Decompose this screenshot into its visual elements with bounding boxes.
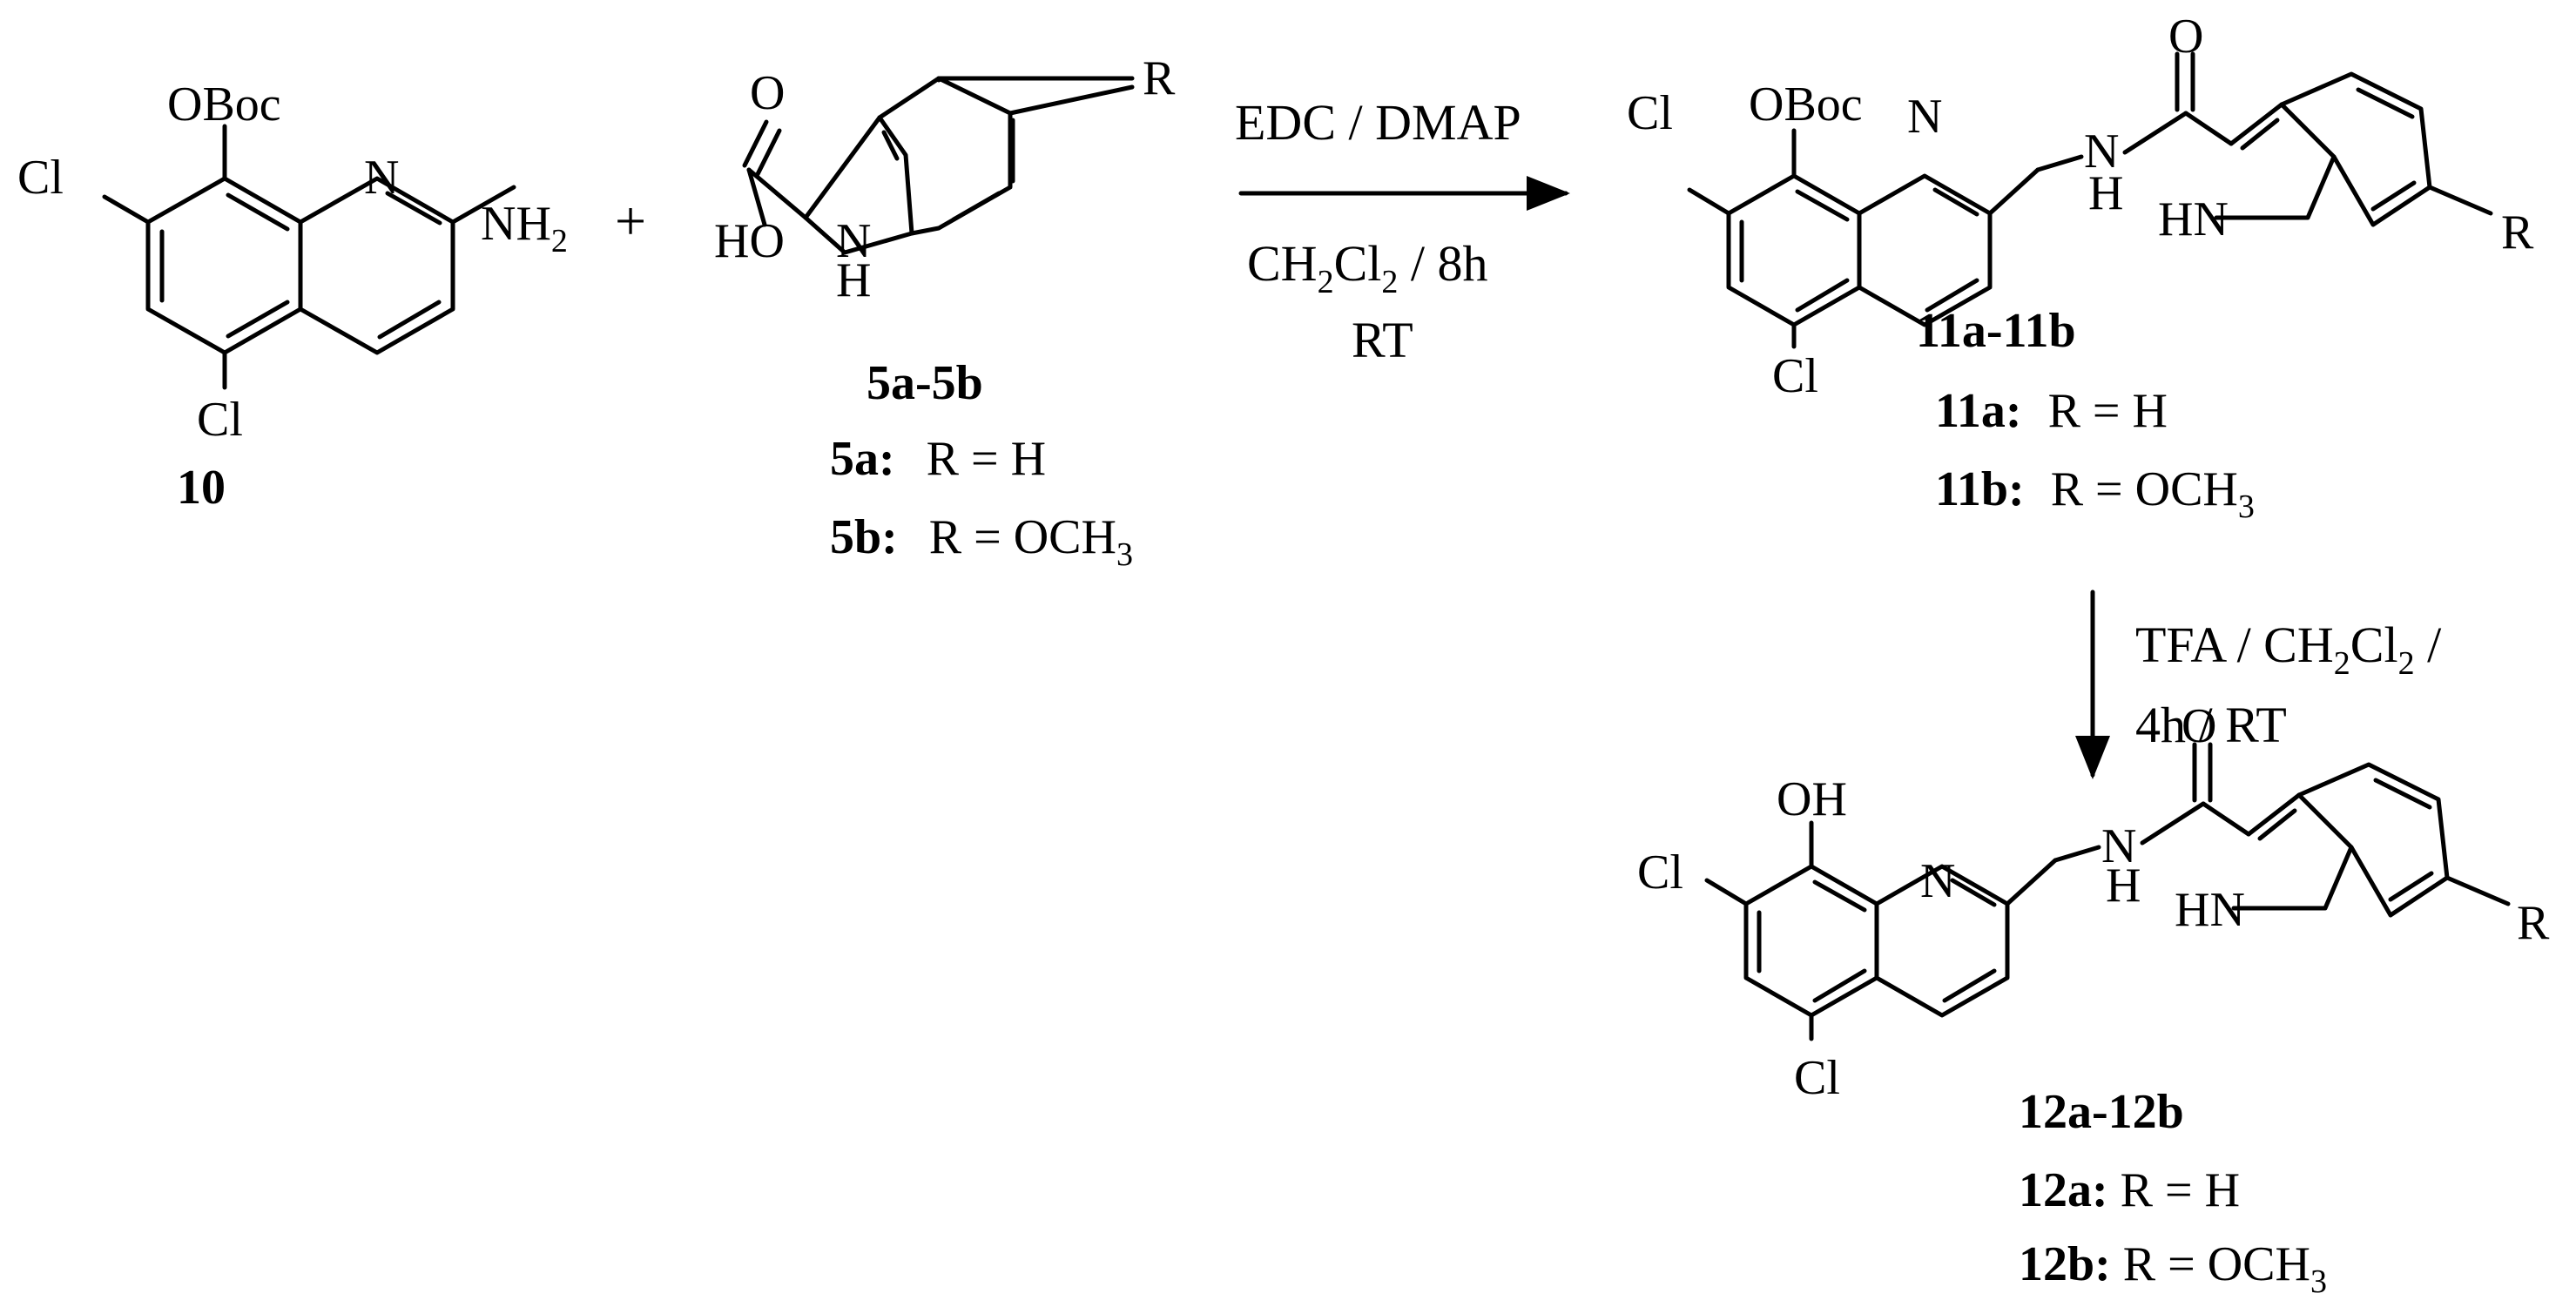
compound-11b-definition: 11b: R = OCH3 — [1935, 462, 2255, 525]
compound-12a-definition: 12a: R = H — [2019, 1163, 2240, 1217]
compound-12-structure — [1704, 742, 2511, 1041]
compound-11a-value: R = H — [2048, 384, 2168, 438]
compound-12-cl-bottom-label: Cl — [1794, 1051, 1840, 1105]
step1-line1: EDC / DMAP — [1235, 94, 1521, 151]
step1-line2-sub2: 2 — [1381, 264, 1398, 300]
compound-5a-value: R = H — [927, 432, 1046, 486]
compound-5-h-label: H — [836, 253, 871, 307]
compound-11-h-amide-label: H — [2088, 166, 2123, 220]
compound-5a-id: 5a: — [830, 432, 895, 486]
compound-11a-definition: 11a: R = H — [1935, 384, 2168, 438]
compound-5-o-label: O — [750, 66, 785, 120]
compound-5-r-label: R — [1143, 51, 1176, 105]
compound-10-oboc-label: OBoc — [167, 77, 281, 131]
step1-line2-sub1: 2 — [1318, 264, 1334, 300]
step2-line1: TFA / CH2Cl2 / — [2135, 616, 2442, 682]
compound-11-structure — [1687, 51, 2493, 349]
compound-12a-value: R = H — [2108, 1163, 2240, 1217]
step2-line1-tfa: TFA / CH — [2135, 616, 2334, 673]
compound-12b-sub: 3 — [2310, 1263, 2327, 1300]
compound-11-oboc-label: OBoc — [1749, 77, 1863, 131]
compound-5-label: 5a-5b — [867, 356, 983, 410]
compound-12-o-label: O — [2182, 699, 2216, 753]
compound-11-cl-top-label: Cl — [1627, 86, 1673, 140]
compound-12b-value: R = OCH — [2111, 1237, 2310, 1291]
step2-line1-slash: / — [2415, 616, 2443, 673]
step2-line1-sub1: 2 — [2334, 645, 2350, 682]
compound-11a-id: 11a: — [1935, 384, 2022, 438]
compound-11b-sub: 3 — [2238, 488, 2255, 525]
compound-12a-id: 12a: — [2019, 1163, 2108, 1217]
step1-line2-cl: Cl — [1334, 235, 1382, 292]
step2-line1-cl: Cl — [2350, 616, 2398, 673]
compound-11-cl-bottom-label: Cl — [1772, 349, 1818, 403]
compound-5b-definition: 5b: R = OCH3 — [830, 510, 1133, 573]
compound-12-label: 12a-12b — [2019, 1085, 2184, 1139]
compound-12b-definition: 12b: R = OCH3 — [2019, 1237, 2327, 1300]
compound-11-o-label: O — [2168, 10, 2203, 64]
step1-line2-ch: CH — [1247, 235, 1318, 292]
compound-12-r-label: R — [2517, 896, 2550, 950]
compound-12-n-amide-label: N — [2101, 819, 2136, 873]
step1-line2-time: / 8h — [1398, 235, 1487, 292]
compound-10-nh2-nh: NH — [481, 197, 551, 251]
compound-10-label: 10 — [177, 461, 226, 515]
compound-5b-id: 5b: — [830, 510, 898, 564]
compound-12-h-amide-label: H — [2106, 859, 2141, 913]
compound-10-cl-top-label: Cl — [17, 151, 64, 205]
compound-5a-definition: 5a: R = H — [830, 432, 1046, 486]
compound-12-n-label: N — [1920, 854, 1955, 908]
compound-10-nh2-sub: 2 — [551, 223, 568, 259]
compound-10-nh2-label: NH2 — [481, 197, 568, 259]
step1-line2: CH2Cl2 / 8h — [1247, 235, 1488, 300]
compound-11-label: 11a-11b — [1916, 304, 2076, 358]
compound-5-ho-label: HO — [714, 214, 785, 268]
compound-11b-id: 11b: — [1935, 462, 2025, 516]
compound-5-structure — [742, 76, 1135, 255]
compound-11-n-amide-label: N — [2084, 125, 2119, 179]
compound-11-hn-label: HN — [2158, 192, 2229, 246]
compound-11b-value: R = OCH — [2051, 462, 2238, 516]
step2-line1-sub2: 2 — [2398, 645, 2415, 682]
compound-10-cl-bottom-label: Cl — [197, 393, 243, 447]
compound-12-cl-top-label: Cl — [1637, 846, 1683, 899]
compound-10-n-label: N — [364, 151, 399, 205]
compound-12-hn-label: HN — [2175, 883, 2245, 937]
compound-10-structure — [102, 124, 516, 390]
compound-12b-id: 12b: — [2019, 1237, 2111, 1291]
compound-5b-value: R = OCH — [929, 510, 1116, 564]
compound-11-r-label: R — [2501, 205, 2534, 259]
compound-11-n-label: N — [1907, 90, 1942, 144]
compound-5-n-label: N — [836, 214, 871, 268]
compound-5b-sub: 3 — [1116, 536, 1133, 573]
step1-line3: RT — [1352, 312, 1413, 368]
compound-12-oh-label: OH — [1777, 772, 1847, 826]
plus-sign: + — [615, 190, 646, 252]
